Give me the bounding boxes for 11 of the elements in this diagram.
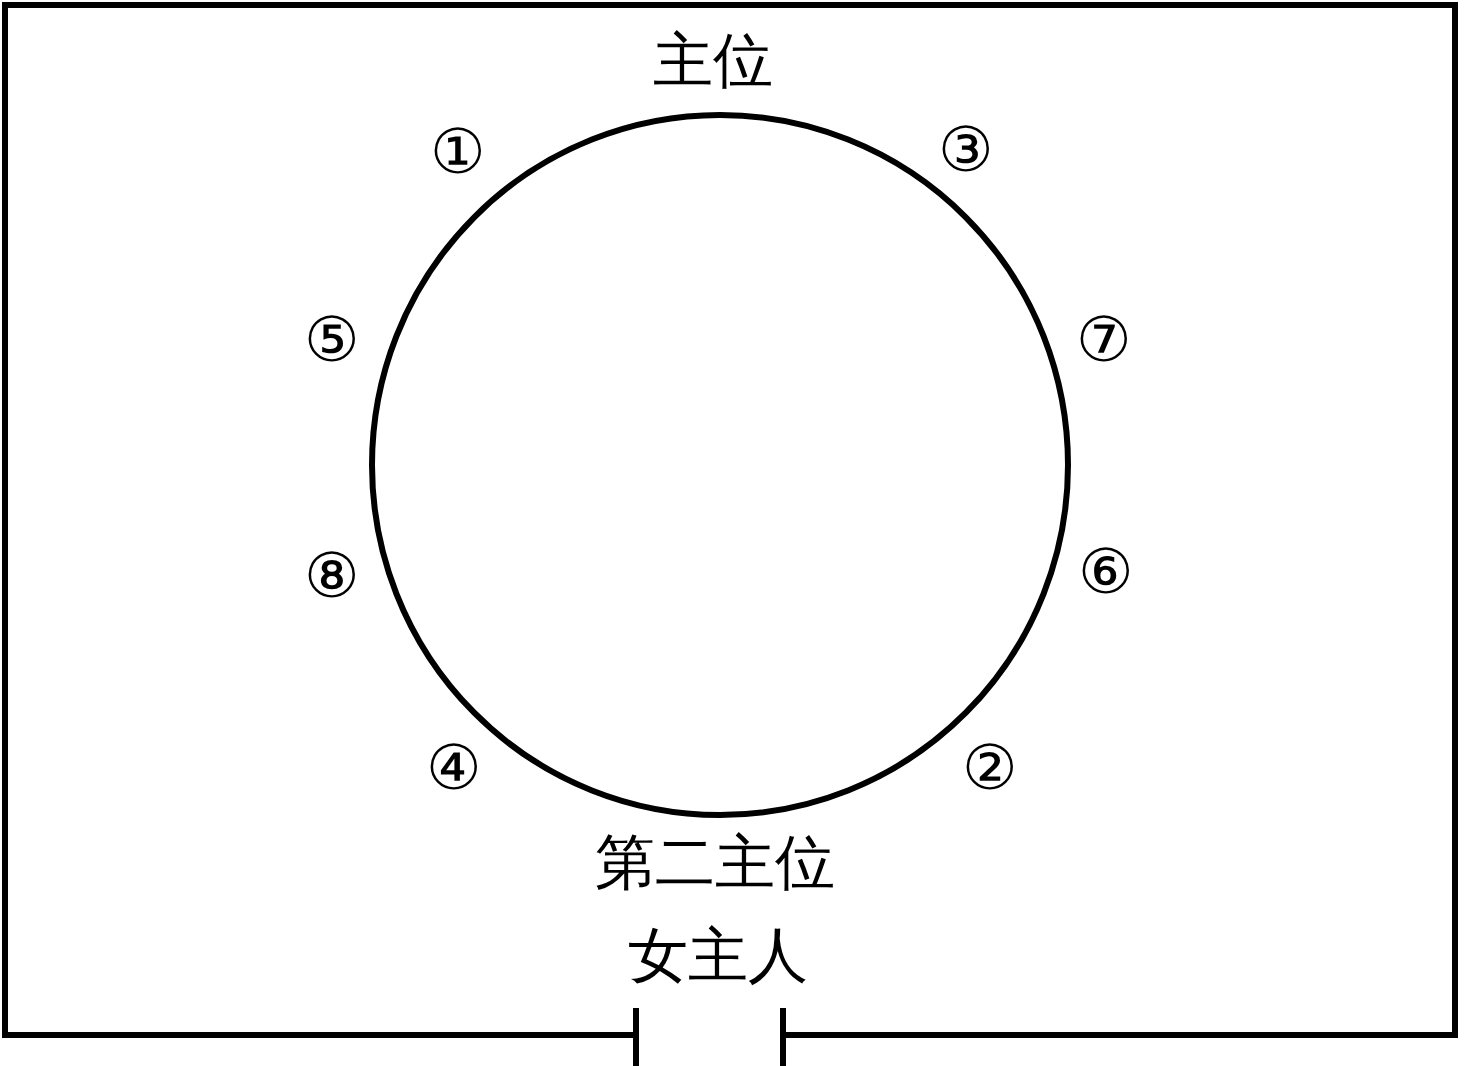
seat-number: ④ <box>426 737 482 799</box>
seat-label: 女主人 <box>628 925 808 985</box>
seat-number: ③ <box>938 119 994 181</box>
seat-number: ② <box>962 737 1018 799</box>
seat-number: ⑦ <box>1076 309 1132 371</box>
seat-number: ⑥ <box>1078 541 1134 603</box>
seat-label: 第二主位 <box>595 832 835 892</box>
seat-label: 主位 <box>653 30 773 90</box>
seat-number: ① <box>430 121 486 183</box>
seat-number: ⑧ <box>304 545 360 607</box>
seat-number: ⑤ <box>304 309 360 371</box>
